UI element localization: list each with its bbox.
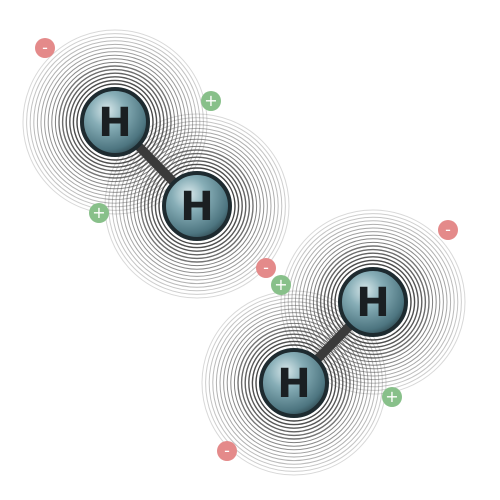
electron-cloud-ring [111,120,283,292]
charge-sign: + [274,275,287,294]
electron-cloud-ring [136,145,258,267]
electron-cloud-ring [208,297,380,469]
charge-sign: + [385,387,398,406]
electron-cloud-ring [291,220,455,384]
atom-symbol: H [356,280,389,326]
electron-cloud-ring [330,259,416,345]
electron-cloud-ring [215,304,373,462]
atom-sphere [162,171,232,241]
electron-cloud-ring [40,47,190,197]
molecule-2: H H - + - + - [201,209,466,476]
atom-sphere [80,87,150,157]
electron-cloud-ring [126,135,268,277]
electron-cloud-ring [334,263,412,341]
electron-cloud-ring [72,79,158,165]
electron-cloud-ring [309,238,437,366]
electron-cloud-ring [284,213,462,391]
electron-cloud-ring [226,315,362,451]
molecule-1-atom-1: H [80,87,150,157]
positive-charge-badge: + [271,275,291,295]
electron-cloud-ring [219,308,369,458]
electron-cloud-ring [244,333,344,433]
molecule-1-atom-1-rings [22,29,208,215]
electron-cloud-ring [22,29,208,215]
electron-cloud-ring [327,256,419,348]
positive-charge-badge: + [382,387,402,407]
atom-sphere [338,267,408,337]
positive-charge-badge: + [201,91,221,111]
electron-cloud-ring [122,131,272,281]
charge-sign: + [92,203,105,222]
electron-cloud-ring [118,127,276,285]
atom-symbol: H [180,184,213,230]
electron-cloud-ring [294,223,452,381]
electron-cloud-ring [147,156,247,256]
electron-cloud-ring [319,248,427,356]
negative-charge-badge: - [438,220,458,240]
electron-cloud-ring [223,312,365,454]
charge-sign: + [204,91,217,110]
molecule-2-atom-2-rings [201,290,387,476]
electron-cloud-ring [302,231,444,373]
charge-sign: - [263,258,269,277]
electron-cloud-ring [33,40,197,204]
electron-cloud-ring [129,138,265,274]
electron-cloud-ring [201,290,387,476]
electron-cloud-ring [51,58,179,186]
electron-cloud-ring [316,245,430,359]
molecule-1-atom-2-rings [104,113,290,299]
electron-cloud-ring [133,142,261,270]
electron-cloud-ring [158,167,236,245]
electron-cloud-ring [143,152,251,260]
electron-cloud-ring [76,83,154,161]
positive-charge-badge: + [89,203,109,223]
electron-cloud-ring [233,322,355,444]
electron-cloud-ring [154,163,240,249]
electron-cloud-ring [44,51,186,193]
charge-sign: - [224,441,230,460]
electron-cloud-ring [298,227,448,377]
negative-charge-badge: - [35,38,55,58]
atom-symbol: H [98,100,131,146]
molecule-1-atom-2: H [162,171,232,241]
electron-cloud-ring [230,319,358,447]
electron-cloud-ring [323,252,423,352]
electron-cloud-ring [29,36,201,208]
charge-sign: - [42,38,48,57]
electron-cloud-ring [312,241,434,363]
electron-cloud-ring [108,117,286,295]
electron-cloud-ring [251,340,337,426]
negative-charge-badge: - [256,258,276,278]
electron-cloud-ring [280,209,466,395]
atom-sphere [259,348,329,418]
electron-cloud-ring [248,337,340,429]
molecule-2-atom-1: H [338,267,408,337]
electron-cloud-ring [151,160,243,252]
negative-charge-badge: - [217,441,237,461]
electron-cloud-ring [58,65,172,179]
charge-sign: - [445,220,451,239]
electron-cloud-ring [36,43,194,201]
electron-cloud-ring [240,329,348,437]
electron-cloud-ring [69,76,161,168]
electron-cloud-ring [115,124,279,288]
molecule-2-atom-2: H [259,348,329,418]
electron-cloud-ring [65,72,165,172]
electron-cloud-ring [61,68,169,176]
molecule-2-atom-1-rings [280,209,466,395]
electron-cloud-ring [305,234,441,370]
molecule-1: H H - + + [22,29,290,299]
electron-cloud-ring [54,61,176,183]
electron-cloud-ring [47,54,183,190]
electron-cloud-ring [255,344,333,422]
electron-cloud-ring [140,149,254,263]
electron-cloud-ring [205,294,383,472]
electron-cloud-ring [26,33,204,211]
electron-cloud-ring [237,326,351,440]
electron-cloud-ring [212,301,376,465]
atom-symbol: H [277,361,310,407]
electron-cloud-ring [287,216,459,388]
